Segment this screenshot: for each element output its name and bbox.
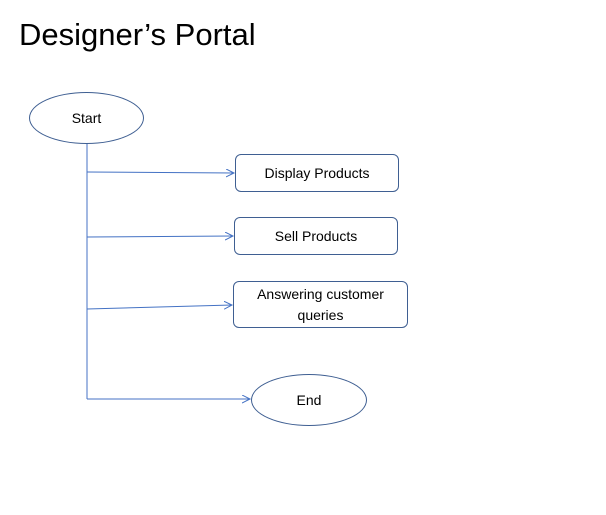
start-node: Start [29,92,144,144]
end-node: End [251,374,367,426]
answering-queries-label: Answering customer queries [257,285,384,323]
arrow-to-answering-queries [86,305,232,309]
page-title: Designer’s Portal [19,17,256,52]
sell-products-label: Sell Products [274,227,358,244]
arrow-to-sell-products [86,236,233,237]
end-node-label: End [296,391,322,408]
start-node-label: Start [71,109,102,126]
answering-queries-node: Answering customer queries [233,281,408,328]
sell-products-node: Sell Products [234,217,398,255]
display-products-label: Display Products [264,164,370,181]
display-products-node: Display Products [235,154,399,192]
arrow-to-display-products [86,172,234,173]
